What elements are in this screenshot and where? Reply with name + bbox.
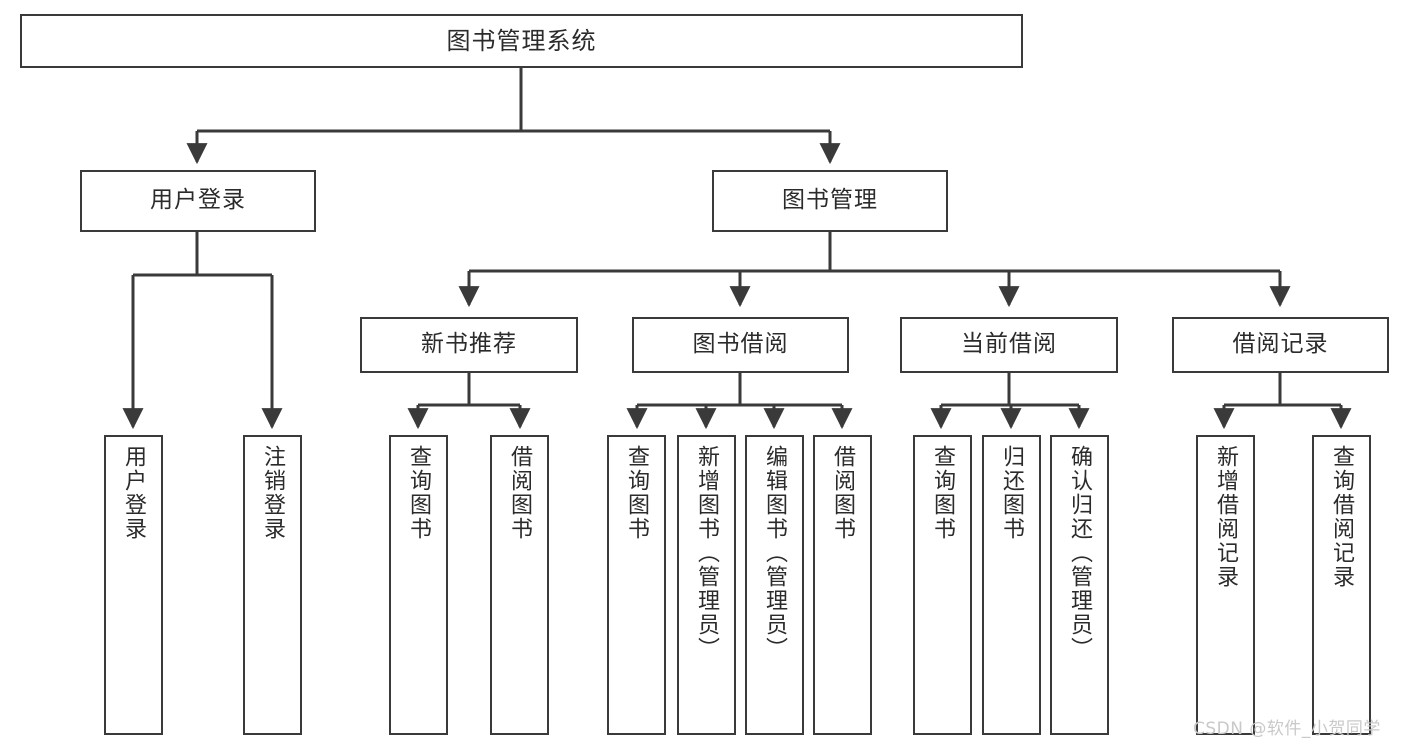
- node-leaf-edit-book-label: 编辑图书（管理员）: [762, 445, 788, 661]
- node-root[interactable]: 图书管理系统: [20, 14, 1023, 68]
- node-leaf-borrow-book-2[interactable]: 借阅图书: [813, 435, 872, 735]
- node-leaf-query-book-1[interactable]: 查询图书: [389, 435, 448, 735]
- node-book-manage[interactable]: 图书管理: [712, 170, 948, 232]
- node-leaf-query-record-label: 查询借阅记录: [1329, 445, 1355, 589]
- node-user-login[interactable]: 用户登录: [80, 170, 316, 232]
- node-leaf-edit-book[interactable]: 编辑图书（管理员）: [745, 435, 804, 735]
- node-leaf-borrow-book-2-label: 借阅图书: [830, 445, 856, 541]
- node-leaf-query-record[interactable]: 查询借阅记录: [1312, 435, 1371, 735]
- node-leaf-add-record-label: 新增借阅记录: [1213, 445, 1239, 589]
- node-root-label: 图书管理系统: [446, 26, 597, 55]
- node-user-login-label: 用户登录: [150, 187, 246, 214]
- node-leaf-user-logout-label: 注销登录: [260, 445, 286, 541]
- csdn-watermark: CSDN @软件_小贺同学: [1193, 719, 1381, 739]
- node-current-borrow-label: 当前借阅: [961, 331, 1057, 358]
- node-leaf-query-book-3[interactable]: 查询图书: [913, 435, 972, 735]
- node-new-book-recommend[interactable]: 新书推荐: [360, 317, 578, 373]
- node-leaf-return-book-label: 归还图书: [999, 445, 1025, 541]
- node-leaf-borrow-book-1[interactable]: 借阅图书: [490, 435, 549, 735]
- node-leaf-confirm-return[interactable]: 确认归还（管理员）: [1050, 435, 1109, 735]
- node-book-borrow[interactable]: 图书借阅: [632, 317, 849, 373]
- node-leaf-query-book-2[interactable]: 查询图书: [607, 435, 666, 735]
- node-leaf-query-book-1-label: 查询图书: [406, 445, 432, 541]
- node-leaf-add-record[interactable]: 新增借阅记录: [1196, 435, 1255, 735]
- node-book-manage-label: 图书管理: [782, 187, 878, 214]
- node-leaf-return-book[interactable]: 归还图书: [982, 435, 1041, 735]
- node-leaf-user-logout[interactable]: 注销登录: [243, 435, 302, 735]
- node-borrow-record-label: 借阅记录: [1232, 331, 1329, 358]
- node-leaf-user-login-label: 用户登录: [121, 445, 147, 541]
- node-leaf-add-book[interactable]: 新增图书（管理员）: [677, 435, 736, 735]
- node-leaf-query-book-3-label: 查询图书: [930, 445, 956, 541]
- node-book-borrow-label: 图书借阅: [692, 331, 789, 358]
- node-new-book-recommend-label: 新书推荐: [421, 331, 517, 358]
- node-leaf-add-book-label: 新增图书（管理员）: [694, 445, 720, 661]
- node-leaf-user-login[interactable]: 用户登录: [104, 435, 163, 735]
- node-leaf-borrow-book-1-label: 借阅图书: [507, 445, 533, 541]
- node-leaf-confirm-return-label: 确认归还（管理员）: [1067, 445, 1093, 661]
- node-borrow-record[interactable]: 借阅记录: [1172, 317, 1389, 373]
- node-leaf-query-book-2-label: 查询图书: [624, 445, 650, 541]
- node-current-borrow[interactable]: 当前借阅: [900, 317, 1118, 373]
